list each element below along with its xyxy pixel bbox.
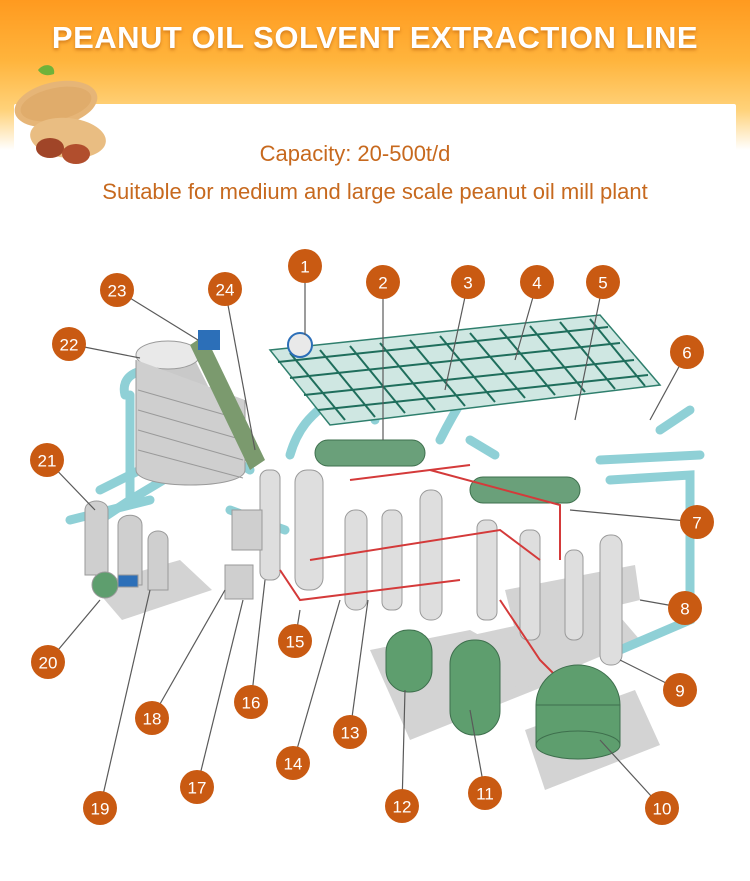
left-evaporators: [84, 500, 169, 599]
svg-text:11: 11: [476, 785, 494, 804]
svg-text:20: 20: [39, 654, 58, 673]
callout-10: 10: [645, 791, 679, 825]
svg-text:4: 4: [532, 274, 541, 293]
svg-text:13: 13: [341, 724, 360, 743]
svg-text:9: 9: [675, 682, 684, 701]
svg-text:6: 6: [682, 344, 691, 363]
callout-21: 21: [30, 443, 64, 477]
svg-text:5: 5: [598, 274, 607, 293]
svg-text:7: 7: [692, 514, 701, 533]
scraper-conveyor: [190, 330, 265, 470]
red-pipelines: [279, 464, 561, 681]
svg-text:8: 8: [680, 600, 689, 619]
svg-text:23: 23: [108, 282, 127, 301]
callout-1: 1: [288, 249, 322, 283]
svg-text:16: 16: [242, 694, 261, 713]
capacity-text: Capacity: 20-500t/d: [259, 141, 451, 166]
callout-24: 24: [208, 272, 242, 306]
callout-13: 13: [333, 715, 367, 749]
storage-tanks: [385, 629, 621, 760]
callout-5: 5: [586, 265, 620, 299]
peanut-icon: [14, 65, 106, 164]
callout-6: 6: [670, 335, 704, 369]
callout-3: 3: [451, 265, 485, 299]
process-columns: [224, 469, 623, 666]
svg-text:17: 17: [188, 779, 207, 798]
svg-text:1: 1: [300, 258, 309, 277]
horizontal-tanks: [314, 439, 581, 504]
callout-20: 20: [31, 645, 65, 679]
svg-text:15: 15: [286, 633, 305, 652]
callout-9: 9: [663, 673, 697, 707]
callout-16: 16: [234, 685, 268, 719]
callout-8: 8: [668, 591, 702, 625]
svg-text:10: 10: [653, 800, 672, 819]
page-title: PEANUT OIL SOLVENT EXTRACTION LINE: [51, 20, 699, 55]
callout-4: 4: [520, 265, 554, 299]
svg-text:21: 21: [38, 452, 57, 471]
svg-text:19: 19: [91, 800, 110, 819]
callout-14: 14: [276, 746, 310, 780]
callout-11: 11: [468, 776, 502, 810]
svg-text:2: 2: [378, 274, 387, 293]
svg-text:22: 22: [60, 336, 79, 355]
callout-18: 18: [135, 701, 169, 735]
svg-text:24: 24: [216, 281, 235, 300]
leader-lines: [46, 282, 698, 809]
callout-19: 19: [83, 791, 117, 825]
condenser-rack: [268, 314, 662, 426]
callout-7: 7: [680, 505, 714, 539]
callout-15: 15: [278, 624, 312, 658]
svg-text:14: 14: [284, 755, 303, 774]
svg-text:12: 12: [393, 798, 412, 817]
callout-22: 22: [52, 327, 86, 361]
callout-17: 17: [180, 770, 214, 804]
svg-text:18: 18: [143, 710, 162, 729]
subtitle-text: Suitable for medium and large scale pean…: [102, 179, 648, 204]
svg-text:3: 3: [463, 274, 472, 293]
callout-23: 23: [100, 273, 134, 307]
callout-2: 2: [366, 265, 400, 299]
callout-12: 12: [385, 789, 419, 823]
